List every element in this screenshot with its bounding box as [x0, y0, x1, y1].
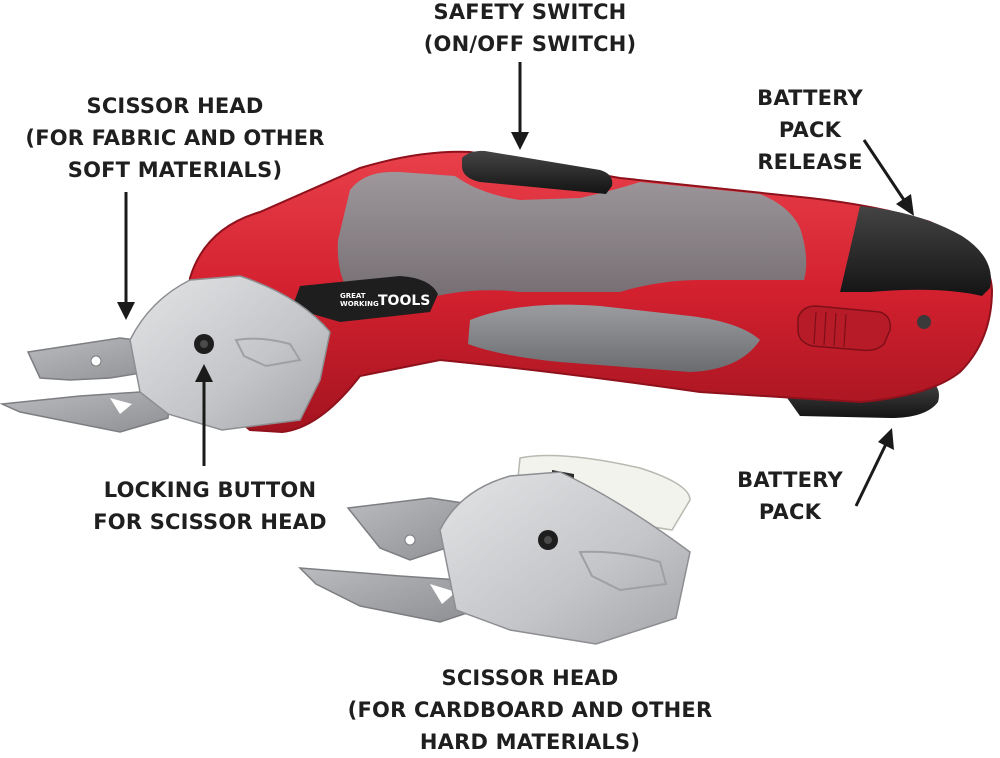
- arrow-locking-button: [195, 364, 213, 466]
- label-line: SOFT MATERIALS): [67, 158, 283, 182]
- brand-large: TOOLS: [378, 293, 430, 309]
- brand-small-bottom: WORKING: [340, 300, 379, 308]
- callout-arrows: [117, 62, 914, 507]
- label-line: SCISSOR HEAD: [441, 666, 619, 690]
- label-line: (ON/OFF SWITCH): [423, 32, 637, 56]
- label-line: PACK: [758, 500, 822, 524]
- gray-grip-lower: [468, 304, 760, 372]
- label-line: RELEASE: [757, 150, 863, 174]
- label-line: PACK: [778, 118, 842, 142]
- label-line: (FOR CARDBOARD AND OTHER: [347, 698, 713, 722]
- arrow-battery-pack: [854, 428, 894, 507]
- arrow-safety-switch: [511, 62, 529, 150]
- label-scissor-head-soft: SCISSOR HEAD (FOR FABRIC AND OTHER SOFT …: [10, 90, 340, 186]
- arrow-scissor-head-soft: [117, 192, 135, 320]
- gray-grip: [337, 171, 807, 316]
- label-line: BATTERY: [757, 86, 863, 110]
- label-line: HARD MATERIALS): [419, 730, 641, 754]
- arrow-battery-release: [862, 139, 914, 216]
- scissor-head-soft: [129, 275, 331, 431]
- label-scissor-head-hard: SCISSOR HEAD (FOR CARDBOARD AND OTHER HA…: [330, 662, 730, 758]
- label-line: LOCKING BUTTON: [103, 478, 317, 502]
- electric-scissors: GREAT WORKING TOOLS: [0, 150, 994, 434]
- label-line: (FOR FABRIC AND OTHER: [25, 126, 325, 150]
- label-line: SAFETY SWITCH: [433, 0, 627, 24]
- lower-blade-hard: [298, 567, 471, 623]
- scissor-head-hard-assembly: [298, 454, 691, 645]
- label-locking-button: LOCKING BUTTON FOR SCISSOR HEAD: [60, 474, 360, 538]
- blade-hole: [90, 355, 102, 367]
- label-line: FOR SCISSOR HEAD: [93, 510, 327, 534]
- battery-release-cap: [840, 206, 991, 296]
- brand-badge: GREAT WORKING TOOLS: [292, 276, 438, 322]
- blade-hole-hard: [404, 534, 416, 546]
- lower-blade: [0, 391, 171, 433]
- brand-small-top: GREAT: [340, 292, 366, 300]
- label-battery-release: BATTERY PACK RELEASE: [735, 82, 885, 178]
- label-line: BATTERY: [737, 468, 843, 492]
- safety-switch: [462, 150, 613, 194]
- scissor-head-hard: [439, 471, 691, 645]
- label-line: SCISSOR HEAD: [86, 94, 264, 118]
- battery-release-button: [797, 305, 892, 352]
- label-battery-pack: BATTERY PACK: [715, 464, 865, 528]
- screw-icon: [917, 315, 931, 329]
- label-safety-switch: SAFETY SWITCH (ON/OFF SWITCH): [370, 0, 690, 60]
